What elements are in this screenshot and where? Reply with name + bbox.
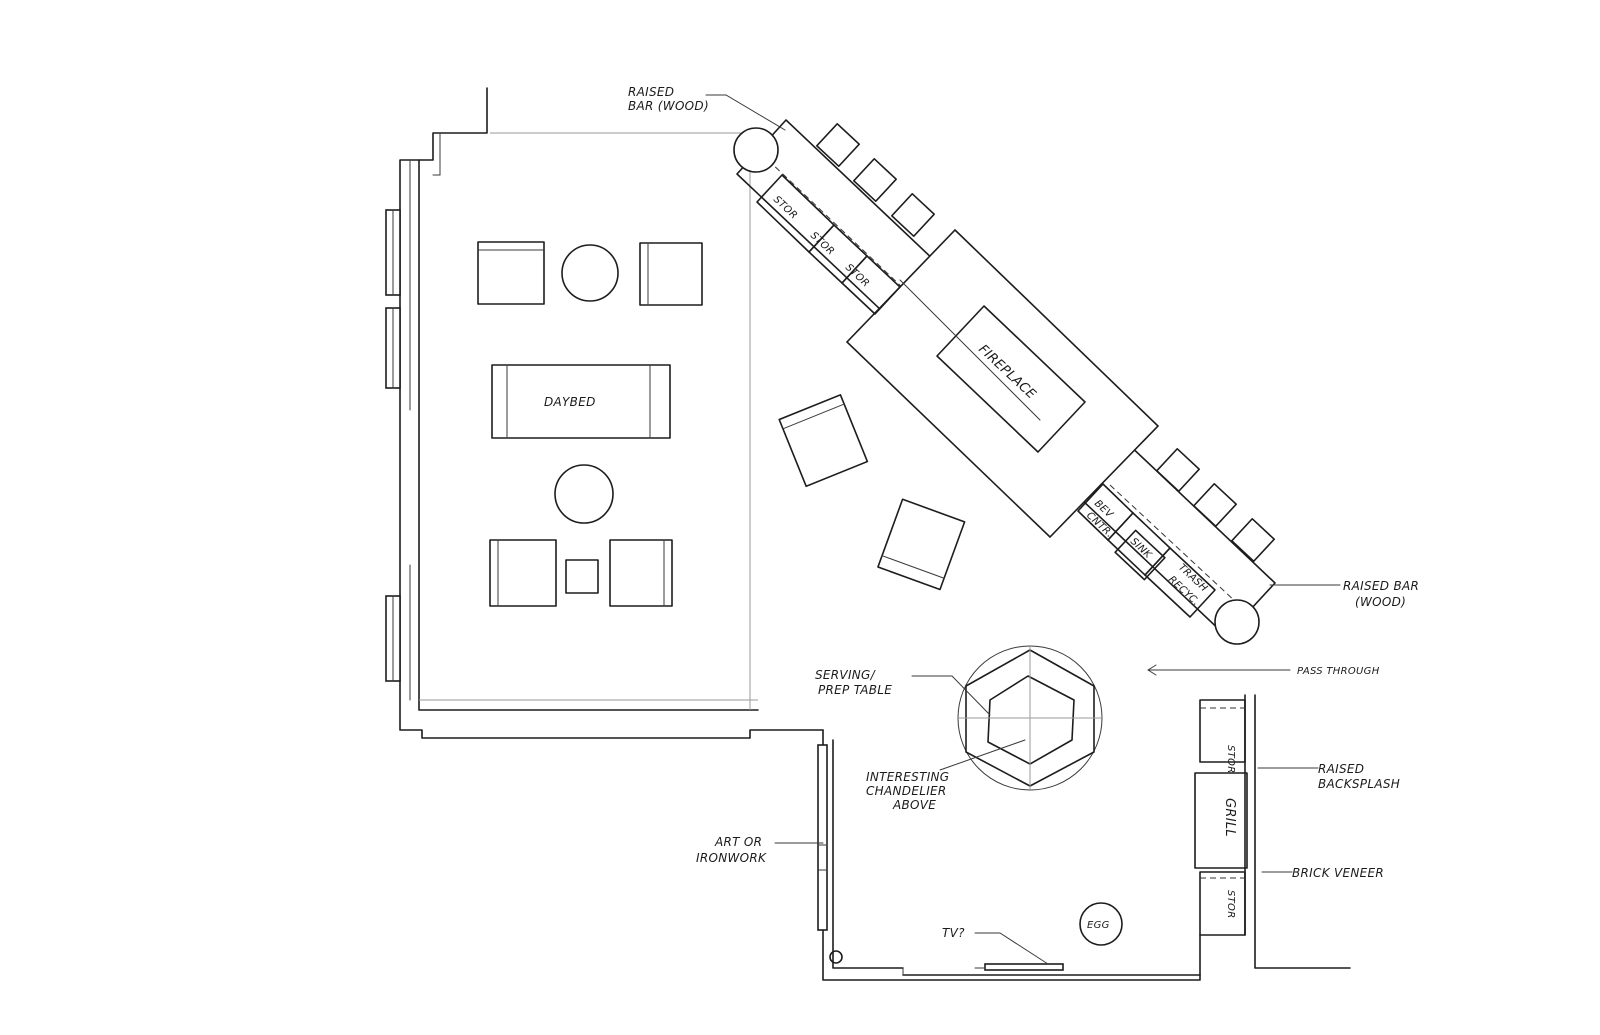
label-chandelier-2: CHANDELIER xyxy=(866,784,947,798)
label-raised-bar-right-2: (WOOD) xyxy=(1355,595,1406,609)
label-stor-1: STOR xyxy=(771,194,799,221)
downspout xyxy=(829,950,843,964)
label-brick-veneer: BRICK VENEER xyxy=(1292,866,1384,880)
leader-lines xyxy=(705,94,1341,965)
serving-prep-table xyxy=(957,645,1103,791)
lounge-furniture xyxy=(477,241,966,607)
daybed xyxy=(491,364,671,439)
angled-chair-2 xyxy=(877,498,966,591)
end-table xyxy=(565,559,599,594)
raised-bar-end-top xyxy=(733,127,779,173)
label-serving-1: SERVING/ xyxy=(815,668,877,682)
label-serving-2: PREP TABLE xyxy=(818,683,892,697)
lower-cabinets xyxy=(1077,483,1216,618)
label-raised-bar-top-1: RAISED xyxy=(628,85,674,99)
label-backsplash-1: RAISED xyxy=(1318,762,1364,776)
grill xyxy=(1194,772,1248,869)
label-stor-lower: STOR xyxy=(1225,890,1236,918)
label-daybed: DAYBED xyxy=(544,395,596,409)
chair-bottom-right xyxy=(609,539,673,607)
stor-cabinets-top xyxy=(756,174,901,315)
art-ironwork-panel xyxy=(817,744,828,931)
labels: RAISED BAR (WOOD) STOR STOR STOR FIREPLA… xyxy=(544,85,1419,940)
bar-stools-bottom xyxy=(1155,447,1276,563)
label-sink: SINK xyxy=(1128,536,1154,562)
stor-cabinet-lower xyxy=(1199,871,1246,936)
label-art-1: ART OR xyxy=(714,835,762,849)
label-raised-bar-right-1: RAISED BAR xyxy=(1343,579,1419,593)
tv-niche xyxy=(984,963,1064,971)
raised-bar-end-bottom xyxy=(1214,599,1260,645)
label-raised-bar-top-2: BAR (WOOD) xyxy=(628,99,709,113)
stor-cabinet-upper xyxy=(1199,699,1246,763)
label-grill: GRILL xyxy=(1222,798,1237,837)
coffee-table xyxy=(554,464,614,524)
label-egg: EGG xyxy=(1087,920,1110,931)
label-tv: TV? xyxy=(942,926,965,940)
label-art-2: IRONWORK xyxy=(696,851,767,865)
chair-top-right xyxy=(639,242,703,306)
label-pass-through: PASS THROUGH xyxy=(1297,666,1380,677)
chair-bottom-left xyxy=(489,539,557,607)
raised-bar-wall xyxy=(733,119,1276,645)
bar-stools-top xyxy=(815,122,936,238)
exterior-walls xyxy=(385,87,824,739)
side-table-top xyxy=(561,244,619,302)
label-stor-upper: STOR xyxy=(1225,745,1236,773)
fireplace-block xyxy=(845,228,1160,539)
angled-chair-1 xyxy=(778,394,869,488)
label-backsplash-2: BACKSPLASH xyxy=(1318,777,1400,791)
label-chandelier-1: INTERESTING xyxy=(866,770,949,784)
label-chandelier-3: ABOVE xyxy=(892,798,936,812)
grill-counter xyxy=(1194,699,1248,936)
egg-smoker xyxy=(1079,902,1123,946)
chair-top-left xyxy=(477,241,545,305)
